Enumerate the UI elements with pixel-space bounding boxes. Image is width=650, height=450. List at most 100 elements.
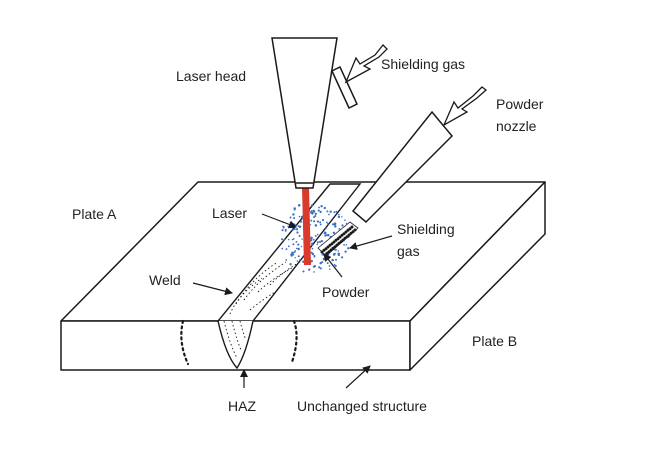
gas-particle: [312, 209, 316, 213]
gas-particle: [329, 210, 332, 213]
shielding-gas-inlet-arrow: [344, 44, 388, 84]
gas-particle: [332, 231, 336, 235]
gas-particle: [308, 268, 311, 271]
label-powder-nozzle-line2: nozzle: [496, 118, 537, 134]
gas-particle: [321, 253, 324, 256]
unchanged-structure-arrow: [345, 365, 371, 389]
gas-particle: [281, 238, 283, 241]
haz-boundary: [180, 319, 298, 366]
gas-particle: [293, 228, 296, 231]
gas-particle: [297, 247, 300, 251]
gas-particle: [337, 250, 340, 252]
label-plate-a: Plate A: [72, 206, 117, 222]
gas-particle: [310, 210, 313, 212]
gas-particle: [318, 266, 321, 269]
gas-particle: [310, 239, 313, 242]
gas-particle: [328, 265, 331, 267]
gas-particle: [293, 209, 296, 211]
gas-particle: [313, 220, 316, 223]
gas-particle: [325, 227, 327, 230]
gas-particle: [293, 251, 296, 254]
label-unchanged-structure: Unchanged structure: [297, 398, 427, 414]
gas-particle: [323, 206, 326, 210]
laser-head: [271, 37, 338, 189]
gas-particle: [311, 247, 314, 250]
powder-particle: [328, 243, 332, 247]
powder-particle: [345, 235, 349, 239]
gas-particle: [325, 221, 328, 224]
gas-particle: [335, 210, 338, 213]
gas-particle: [289, 263, 292, 266]
gas-particle: [301, 238, 303, 240]
gas-particle: [282, 225, 285, 228]
gas-particle: [314, 224, 318, 227]
gas-particle: [345, 244, 348, 246]
powder-particle: [346, 228, 350, 232]
gas-particle: [291, 238, 294, 241]
gas-particle: [302, 260, 305, 263]
gas-particle: [316, 220, 319, 223]
gas-particle: [319, 267, 322, 270]
weld-bead: [216, 183, 362, 370]
gas-particle: [347, 247, 350, 250]
gas-particle: [345, 222, 348, 225]
gas-particle: [316, 241, 319, 244]
gas-particle: [312, 238, 315, 241]
powder-stream: [317, 221, 359, 257]
label-shielding-gas-side-line2: gas: [397, 243, 420, 259]
shielding-gas-nozzle: [331, 65, 358, 110]
gas-particle: [291, 251, 294, 254]
gas-particle: [310, 219, 313, 222]
gas-particle: [289, 216, 292, 219]
gas-particle: [293, 223, 296, 226]
gas-particle: [333, 263, 336, 266]
leader-arrows: [192, 213, 393, 389]
gas-particle: [316, 233, 319, 236]
gas-particle: [319, 221, 322, 224]
gas-particle: [314, 212, 317, 215]
gas-particle: [344, 250, 347, 253]
gas-particle: [287, 225, 290, 228]
gas-particle: [285, 248, 288, 251]
gas-particle: [334, 264, 337, 267]
gas-particle: [323, 231, 327, 234]
gas-particle: [284, 228, 287, 231]
gas-particle: [293, 207, 296, 210]
gas-particle: [295, 247, 298, 250]
powder-particle: [351, 230, 355, 234]
gas-particle: [320, 239, 324, 243]
gas-particle: [317, 209, 320, 212]
label-weld: Weld: [149, 272, 181, 288]
gas-particle: [281, 247, 284, 250]
gas-particle: [302, 270, 305, 273]
gas-particle: [338, 252, 341, 255]
gas-particle: [321, 219, 325, 222]
powder-particle: [337, 241, 341, 245]
gas-particle: [313, 216, 315, 219]
gas-particle: [341, 216, 343, 218]
gas-particle: [295, 228, 299, 231]
gas-particle: [334, 252, 336, 255]
gas-particle: [309, 224, 312, 226]
powder-particle: [343, 236, 347, 240]
powder-particle: [336, 237, 340, 241]
powder-particle: [340, 233, 344, 237]
powder-particle: [341, 238, 345, 242]
powder-particle: [329, 248, 333, 252]
gas-particle: [291, 227, 294, 229]
gas-particle: [292, 213, 295, 216]
powder-particle: [338, 235, 342, 239]
gas-particle: [296, 231, 299, 234]
powder-inlet-arrow: [442, 86, 488, 127]
label-laser-head: Laser head: [176, 68, 246, 84]
label-plate-b: Plate B: [472, 333, 517, 349]
laser-beam: [302, 188, 311, 265]
label-shielding-gas-top: Shielding gas: [381, 56, 465, 72]
gas-particle: [340, 256, 344, 259]
powder-particle: [331, 246, 335, 250]
powder-particle: [353, 228, 357, 232]
gas-particle: [341, 224, 344, 227]
gas-particle: [331, 223, 335, 226]
gas-particle: [292, 243, 295, 246]
